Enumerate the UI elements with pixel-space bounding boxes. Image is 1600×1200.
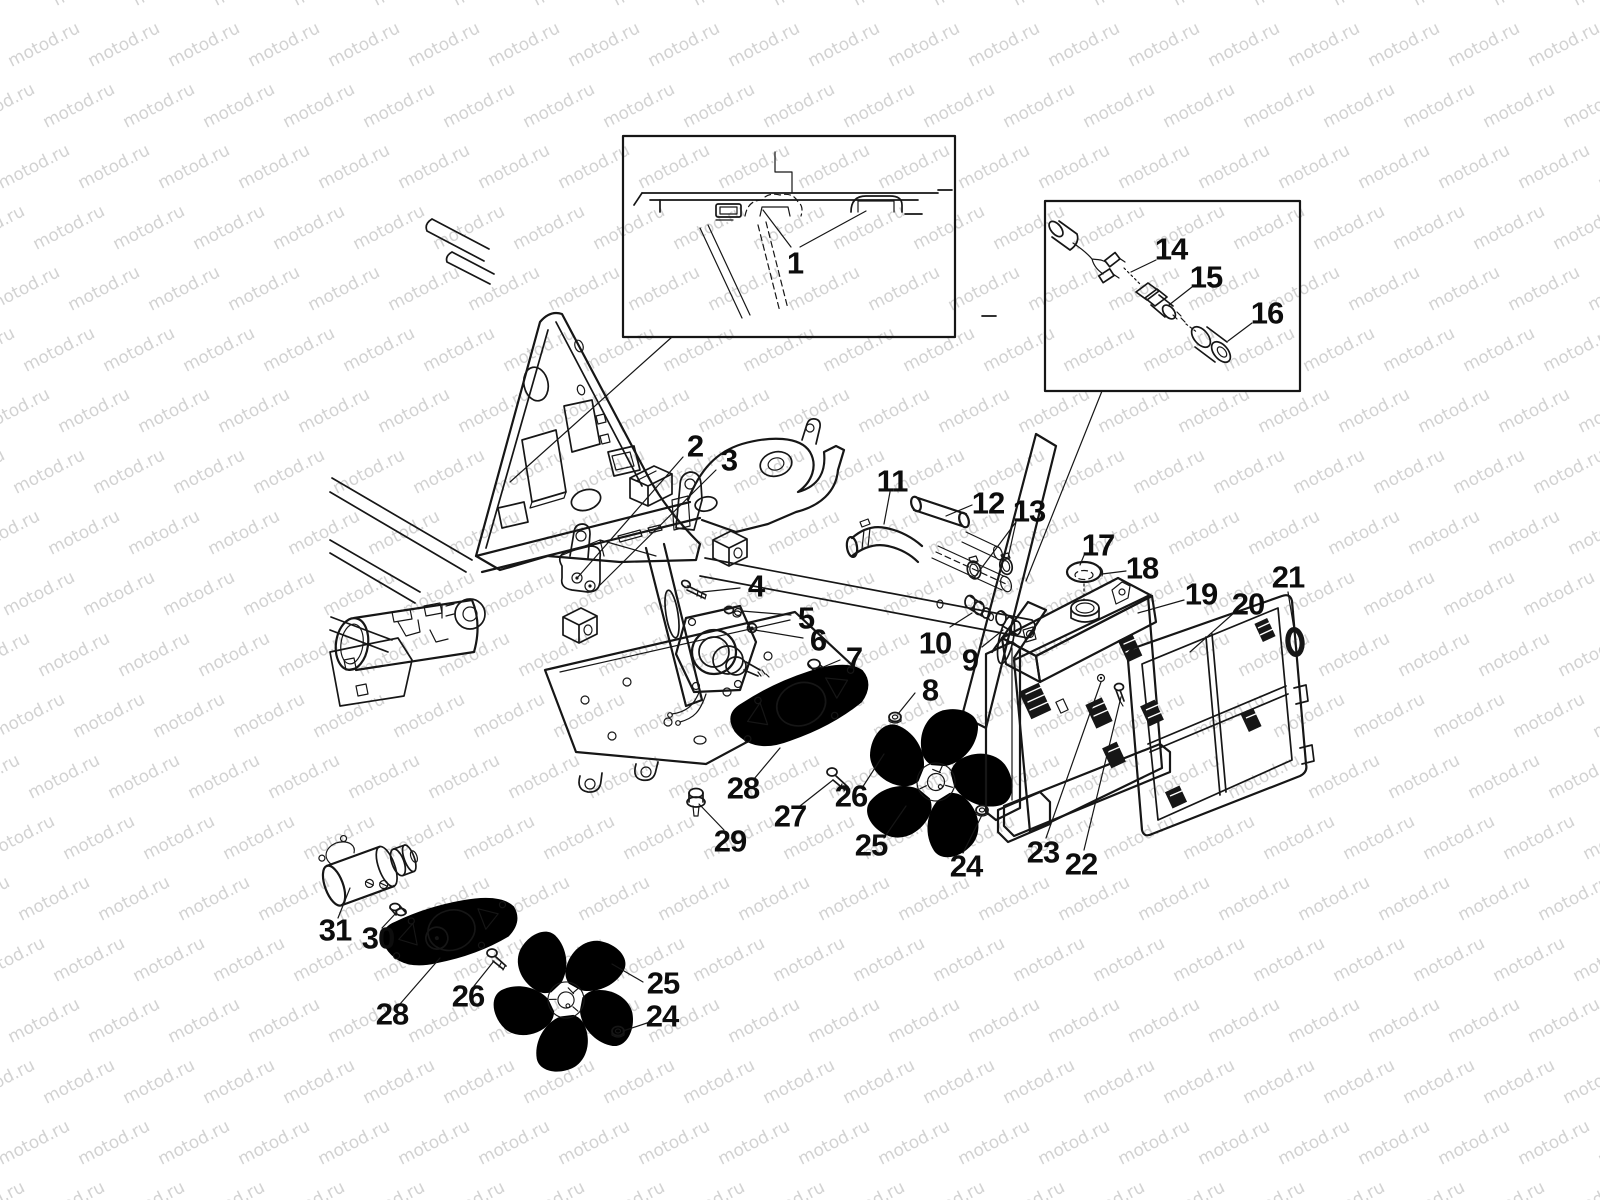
callout-14: 14: [1154, 231, 1188, 267]
callout-17: 17: [1081, 527, 1115, 563]
bolt-26-left: [486, 948, 507, 971]
callout-4: 4: [747, 568, 765, 604]
callout-13: 13: [1012, 493, 1046, 529]
callout-23: 23: [1026, 834, 1060, 870]
inset-1-pointer-line: [509, 336, 673, 483]
callout-6: 6: [809, 622, 827, 658]
inset-box-2: [1043, 199, 1302, 393]
callout-18: 18: [1125, 550, 1159, 586]
callout-3: 3: [720, 442, 738, 478]
callout-25-right: 25: [854, 827, 888, 863]
callout-24-left: 24: [645, 998, 679, 1034]
callout-12: 12: [971, 485, 1005, 521]
callout-25-left: 25: [646, 965, 680, 1001]
callout-1: 1: [786, 245, 804, 281]
bolt-4: [680, 579, 742, 618]
bolt-27: [826, 767, 849, 792]
callout-21: 21: [1271, 559, 1305, 595]
callout-31: 31: [318, 912, 352, 948]
callout-30: 30: [361, 920, 395, 956]
callout-26-left: 26: [451, 978, 485, 1014]
well-nut-grommet: [1285, 626, 1305, 658]
callout-2: 2: [686, 428, 704, 464]
callout-29: 29: [713, 823, 747, 859]
fitting-10: [964, 594, 995, 622]
hose-11: [845, 518, 924, 564]
callout-16: 16: [1250, 295, 1284, 331]
callout-28-left: 28: [375, 996, 409, 1032]
callout-5: 5: [797, 600, 815, 636]
grille-panel: [1126, 594, 1315, 837]
callout-24-right: 24: [949, 848, 983, 884]
callout-20: 20: [1231, 586, 1265, 622]
hoses-and-fittings: [845, 495, 1022, 636]
inset-2-pointer-line: [1025, 390, 1103, 582]
callout-15: 15: [1189, 259, 1223, 295]
fan-motor-lower: [318, 834, 671, 1108]
callout-10: 10: [918, 625, 952, 661]
callout-27: 27: [773, 798, 807, 834]
callout-28-right: 28: [726, 770, 760, 806]
leader-lines: [337, 456, 1295, 1032]
inset-box-1: [621, 134, 957, 339]
callout-22: 22: [1064, 846, 1098, 882]
callout-19: 19: [1184, 576, 1218, 612]
callout-8: 8: [921, 672, 939, 708]
callout-7: 7: [845, 640, 863, 676]
callout-9: 9: [961, 642, 979, 678]
bolt-29: [686, 787, 706, 817]
callout-11: 11: [876, 463, 909, 499]
callout-26-right: 26: [834, 778, 868, 814]
fan-motor-upper: [667, 579, 1028, 874]
